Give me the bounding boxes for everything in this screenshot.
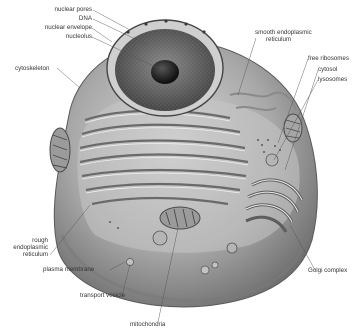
label-transport-vesicle: transport vesicle: [80, 292, 126, 299]
label-mitochondria: mitochondria: [130, 321, 166, 328]
nucleolus: [151, 60, 179, 84]
label-nucleolus: nucleolus: [66, 33, 92, 40]
mitochondrion: [160, 207, 200, 229]
mitochondrion: [50, 128, 70, 172]
label-golgi-complex: Golgi complex: [308, 267, 348, 274]
label-cytosol: cytosol: [318, 66, 337, 73]
label-rough-er-line2: endoplasmic: [13, 244, 48, 251]
label-plasma-membrane: plasma membrane: [43, 266, 95, 273]
label-dna: DNA: [79, 15, 93, 22]
label-nuclear-envelope: nuclear envelope: [45, 24, 93, 31]
label-lysosomes: lysosomes: [318, 76, 347, 83]
label-free-ribosomes: free ribosomes: [308, 55, 349, 62]
label-smooth-er-line1: smooth endoplasmic: [255, 29, 312, 36]
label-smooth-er-line2: reticulum: [266, 36, 291, 43]
label-cytoskeleton: cytoskeleton: [15, 65, 50, 72]
label-nuclear-pores: nuclear pores: [55, 6, 93, 13]
label-rough-er-line1: rough: [32, 237, 48, 244]
label-rough-er-line3: reticulum: [23, 251, 48, 258]
